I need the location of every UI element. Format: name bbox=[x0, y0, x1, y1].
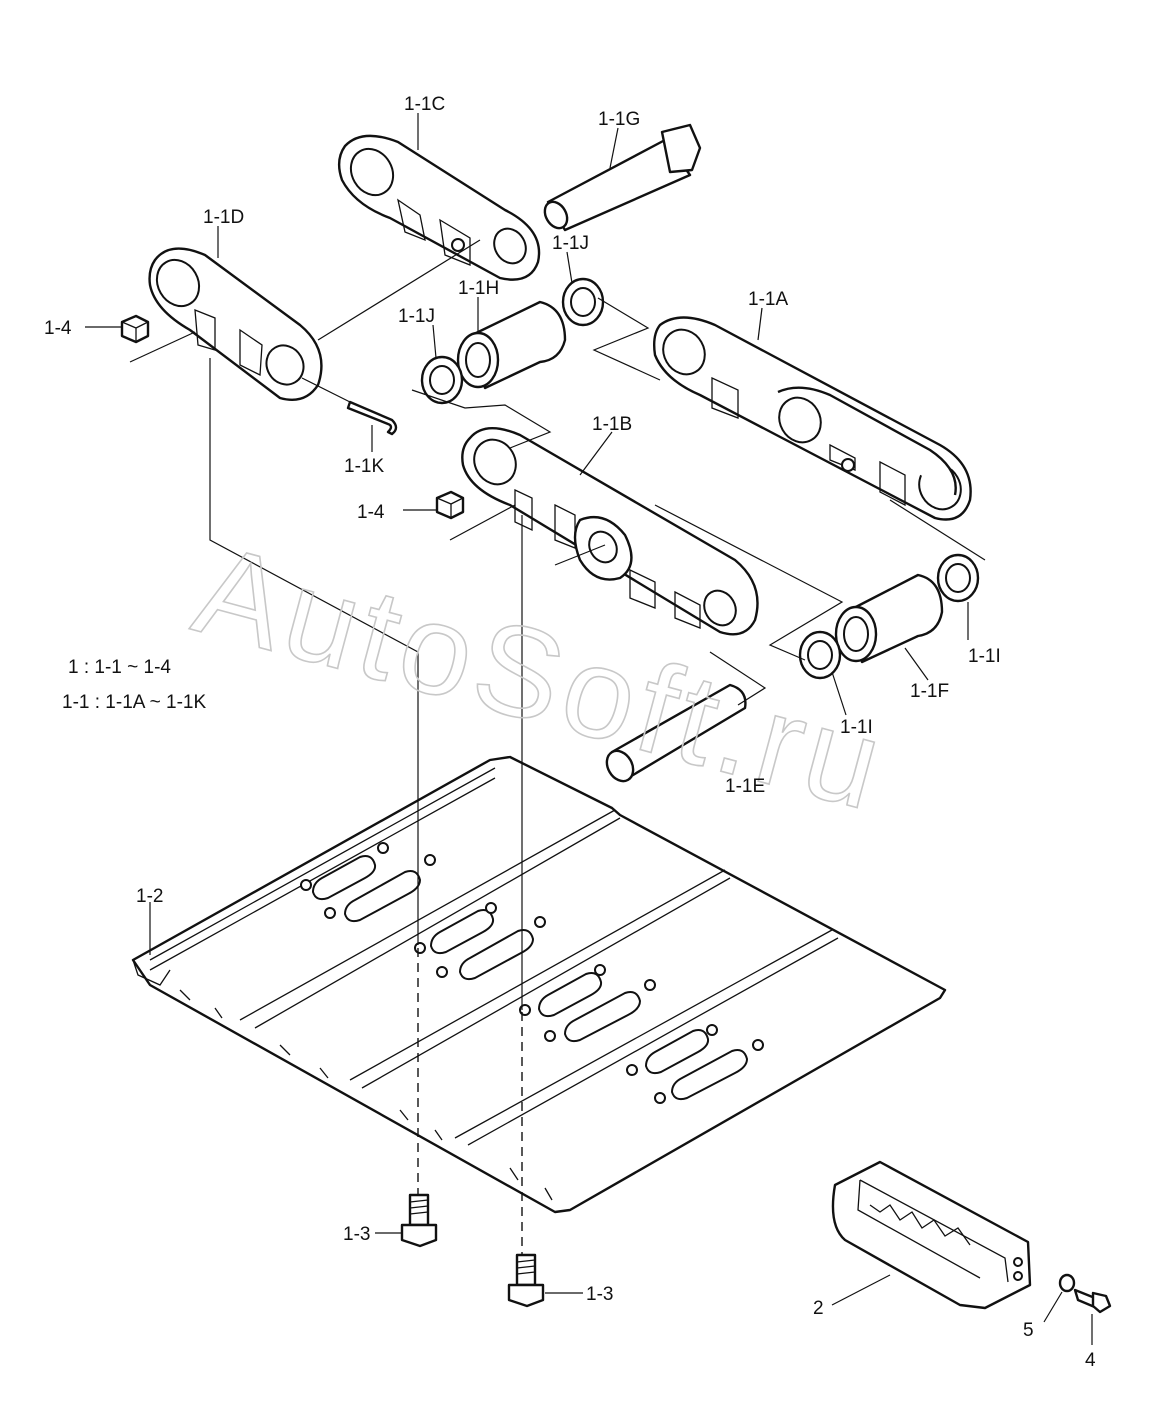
label-1-1K: 1-1K bbox=[344, 456, 384, 477]
step-2 bbox=[831, 1160, 1032, 1310]
label-1-4-mid: 1-4 bbox=[357, 502, 385, 523]
nut-1-4-top bbox=[120, 314, 150, 344]
bolt-1-3-left bbox=[400, 1193, 438, 1248]
label-1-1J-left: 1-1J bbox=[398, 306, 435, 327]
bolt-1-3-right bbox=[507, 1253, 545, 1308]
seal-1-1I-right bbox=[936, 553, 980, 603]
label-1-1E: 1-1E bbox=[725, 776, 765, 797]
legend-line-1: 1 : 1-1 ~ 1-4 bbox=[68, 657, 171, 678]
label-1-1J-top: 1-1J bbox=[552, 233, 589, 254]
label-1-3-left: 1-3 bbox=[343, 1224, 370, 1245]
pin-1-1E bbox=[605, 683, 747, 783]
spring-pin-1-1K bbox=[346, 400, 398, 436]
seal-1-1I-mid bbox=[798, 630, 842, 680]
legend: 1 : 1-1 ~ 1-4 1-1 : 1-1A ~ 1-1K bbox=[62, 657, 206, 713]
label-1-4-top: 1-4 bbox=[44, 318, 72, 339]
part-labels: 1-1C 1-1G 1-1D 1-1J 1-1H 1-1J 1-1A 1-4 1… bbox=[44, 94, 1096, 1371]
label-1-2: 1-2 bbox=[136, 886, 163, 907]
label-1-1D: 1-1D bbox=[203, 207, 244, 228]
link-1-1C bbox=[337, 134, 541, 281]
label-1-1A: 1-1A bbox=[748, 289, 788, 310]
washer-5 bbox=[1058, 1273, 1076, 1293]
nut-1-4-mid bbox=[435, 490, 465, 520]
link-1-1D bbox=[148, 247, 323, 402]
legend-line-2: 1-1 : 1-1A ~ 1-1K bbox=[62, 692, 206, 713]
leader-lines bbox=[85, 113, 1093, 1345]
label-5: 5 bbox=[1023, 1320, 1034, 1341]
label-1-1C: 1-1C bbox=[404, 94, 445, 115]
link-1-1A bbox=[652, 316, 972, 521]
label-1-1I-mid: 1-1I bbox=[840, 717, 873, 738]
label-1-1I-right: 1-1I bbox=[968, 646, 1001, 667]
label-1-3-right: 1-3 bbox=[586, 1284, 613, 1305]
bushing-1-1H bbox=[456, 300, 567, 390]
label-4: 4 bbox=[1085, 1350, 1096, 1371]
label-1-1G: 1-1G bbox=[598, 109, 640, 130]
bushing-1-1F bbox=[834, 573, 944, 664]
link-1-1B bbox=[461, 427, 759, 636]
track-shoe-1-2 bbox=[131, 755, 947, 1214]
label-1-1F: 1-1F bbox=[910, 681, 949, 702]
bolt-4 bbox=[1073, 1288, 1112, 1314]
label-1-1B: 1-1B bbox=[592, 414, 632, 435]
seal-1-1J-left bbox=[420, 355, 464, 405]
pin-1-1G bbox=[543, 123, 702, 232]
seal-1-1J-top bbox=[561, 277, 605, 327]
label-2: 2 bbox=[813, 1298, 824, 1319]
label-1-1H: 1-1H bbox=[458, 278, 499, 299]
